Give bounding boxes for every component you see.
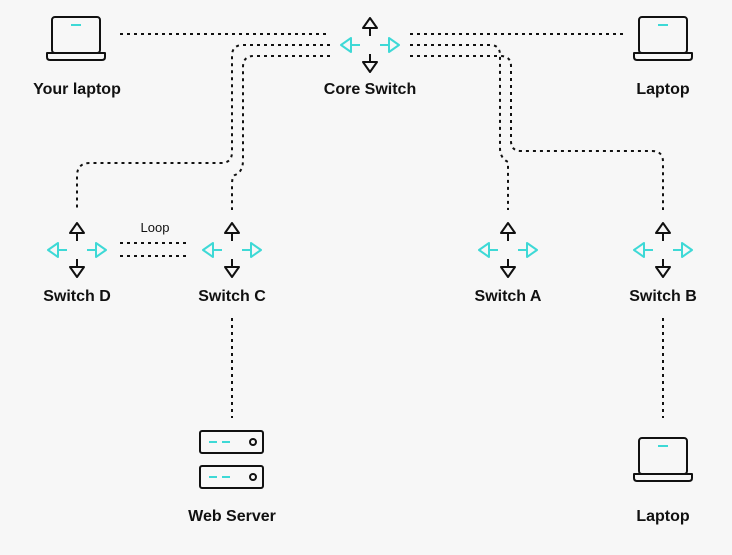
laptop-bottom-right-label: Laptop <box>636 508 690 525</box>
loop-label: Loop <box>140 220 170 235</box>
link-core-switch-d <box>76 44 330 210</box>
switch-icon[interactable] <box>340 17 400 73</box>
switch-c-label: Switch C <box>198 288 266 305</box>
link-core-switch-b <box>410 55 664 210</box>
your-laptop-label: Your laptop <box>33 81 121 98</box>
link-core-switch-a <box>410 44 509 210</box>
laptop-icon[interactable] <box>46 16 106 61</box>
switch-icon[interactable] <box>202 222 262 278</box>
core-switch-label: Core Switch <box>323 81 417 98</box>
laptop-icon[interactable] <box>633 437 693 482</box>
web-server-label: Web Server <box>188 508 276 525</box>
switch-a-label: Switch A <box>474 288 542 305</box>
link-core-switch-c <box>231 55 330 210</box>
switch-icon[interactable] <box>47 222 107 278</box>
server-icon[interactable] <box>199 430 264 489</box>
connection-lines <box>76 33 664 418</box>
laptop-top-right-label: Laptop <box>636 81 690 98</box>
laptop-icon[interactable] <box>633 16 693 61</box>
switch-icon[interactable] <box>478 222 538 278</box>
switch-b-label: Switch B <box>629 288 697 305</box>
switch-d-label: Switch D <box>43 288 111 305</box>
switch-icon[interactable] <box>633 222 693 278</box>
